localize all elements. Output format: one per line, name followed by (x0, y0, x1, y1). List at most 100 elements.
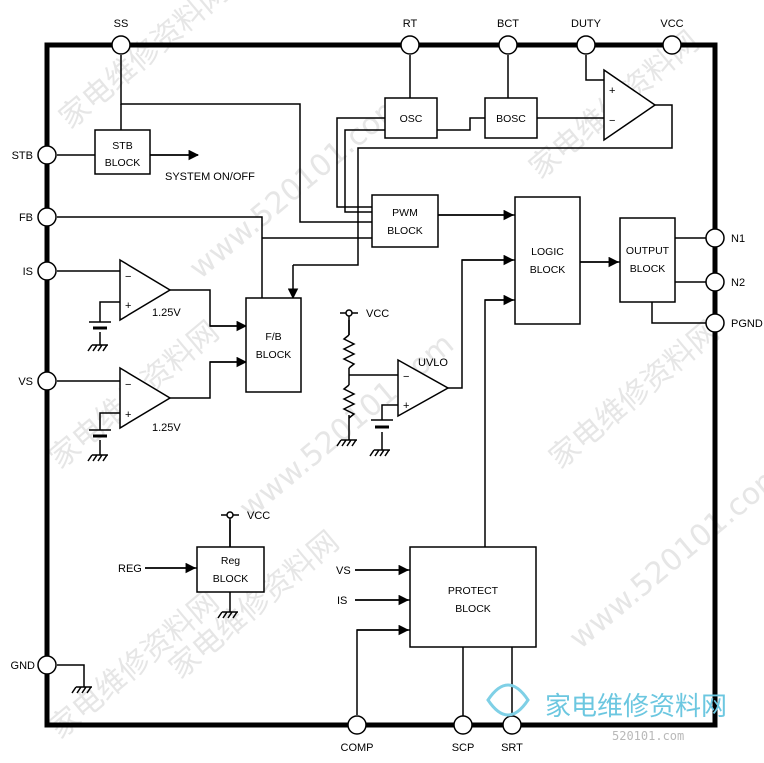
stb-block: STB BLOCK (94, 129, 151, 175)
pin-srt (502, 715, 522, 735)
pin-rt (400, 35, 420, 55)
pin-is (37, 261, 57, 281)
protect-block-subtitle: BLOCK (455, 603, 491, 615)
uvlo-resistors (342, 334, 356, 419)
fb-block: F/B BLOCK (245, 297, 302, 393)
pin-fb (37, 207, 57, 227)
pin-label-fb: FB (19, 212, 33, 224)
is-reference-voltage: 1.25V (152, 307, 181, 319)
uvlo-comparator: − + (397, 358, 450, 418)
pin-ss (111, 35, 131, 55)
site-logo: 家电维修资料网 520101.com (486, 683, 727, 743)
system-onoff-label: SYSTEM ON/OFF (165, 171, 255, 183)
arrows (145, 149, 620, 636)
output-block-subtitle: BLOCK (630, 263, 666, 275)
vs-reference-voltage: 1.25V (152, 422, 181, 434)
fb-block-subtitle: BLOCK (256, 349, 292, 361)
ground-icon (217, 611, 238, 619)
stb-block-subtitle: BLOCK (105, 157, 141, 169)
pin-vcc (662, 35, 682, 55)
pin-label-srt: SRT (501, 742, 523, 754)
ground-icon (369, 449, 390, 457)
pwm-block-title: PWM (392, 207, 418, 219)
uvlo-comparator-plus: + (403, 400, 409, 412)
watermark-text: 家电维修资料网 (53, 0, 236, 136)
pin-bct (498, 35, 518, 55)
ground-icon (87, 454, 108, 462)
osc-block: OSC (384, 97, 438, 139)
output-block-title: OUTPUT (626, 245, 670, 257)
vs-comparator-plus: + (125, 409, 131, 421)
bosc-block-title: BOSC (496, 113, 526, 125)
output-block: OUTPUT BLOCK (619, 217, 676, 303)
bosc-block: BOSC (484, 97, 538, 139)
pin-label-stb: STB (12, 150, 33, 162)
duty-comparator: + − (603, 68, 657, 142)
pin-n2 (705, 272, 725, 292)
pin-label-rt: RT (403, 18, 418, 30)
reg-block: Reg BLOCK (196, 546, 265, 593)
uvlo-comparator-minus: − (403, 371, 409, 383)
reg-vcc-label: VCC (247, 510, 270, 522)
pin-label-comp: COMP (341, 742, 374, 754)
ground-icon (87, 344, 108, 352)
reg-input-label: REG (118, 563, 142, 575)
logic-block-subtitle: BLOCK (530, 264, 566, 276)
reg-block-subtitle: BLOCK (213, 573, 249, 585)
misc-labels: SYSTEM ON/OFF 1.25V 1.25V UVLO VCC VCC R… (118, 171, 448, 607)
vcc-reg-node (226, 511, 234, 519)
pin-label-gnd: GND (11, 660, 36, 672)
protect-block: PROTECT BLOCK (409, 546, 537, 648)
pwm-block: PWM BLOCK (371, 194, 439, 248)
reg-block-title: Reg (221, 555, 240, 567)
protect-vs-label: VS (336, 565, 351, 577)
logic-block: LOGIC BLOCK (514, 196, 581, 325)
pin-label-scp: SCP (452, 742, 475, 754)
pin-vs (37, 371, 57, 391)
vcc-uvlo-node (345, 309, 353, 317)
duty-comparator-plus: + (609, 85, 615, 97)
watermark-url: www.520101.com (563, 457, 764, 656)
pin-label-n2: N2 (731, 277, 745, 289)
is-comparator-plus: + (125, 300, 131, 312)
pin-n1 (705, 228, 725, 248)
protect-is-label: IS (337, 595, 347, 607)
ground-icon (71, 686, 92, 694)
logo-icon (486, 683, 530, 717)
grounds (71, 344, 390, 694)
pin-scp (453, 715, 473, 735)
pin-pgnd (705, 313, 725, 333)
logic-block-title: LOGIC (531, 246, 564, 258)
resistor-bottom (342, 384, 356, 419)
vs-comparator: − + (119, 366, 172, 430)
stb-block-title: STB (112, 140, 132, 152)
batteries (89, 321, 393, 438)
protect-block-title: PROTECT (448, 585, 499, 597)
pin-label-ss: SS (114, 18, 129, 30)
fb-block-title: F/B (265, 331, 281, 343)
pin-label-bct: BCT (497, 18, 519, 30)
pin-label-n1: N1 (731, 233, 745, 245)
resistor-top (342, 334, 356, 369)
is-comparator: − + (119, 258, 172, 322)
watermark-url: www.520101.com (183, 87, 411, 286)
pin-label-vcc: VCC (660, 18, 683, 30)
vcc-taps (221, 309, 358, 547)
pin-label-pgnd: PGND (731, 318, 763, 330)
uvlo-vcc-label: VCC (366, 308, 389, 320)
pins (37, 35, 725, 735)
pin-comp (347, 715, 367, 735)
duty-comparator-minus: − (609, 115, 615, 127)
pin-gnd (37, 655, 57, 675)
pin-label-duty: DUTY (571, 18, 602, 30)
pin-stb (37, 145, 57, 165)
watermark-text: 家电维修资料网 (543, 314, 726, 476)
osc-block-title: OSC (400, 113, 423, 125)
pin-label-vs: VS (18, 376, 33, 388)
pin-label-is: IS (23, 266, 33, 278)
logo-url: 520101.com (612, 729, 684, 743)
ground-icon (336, 439, 357, 447)
pin-labels: SS RT BCT DUTY VCC STB FB IS VS GND N1 N… (11, 18, 763, 754)
pin-duty (576, 35, 596, 55)
